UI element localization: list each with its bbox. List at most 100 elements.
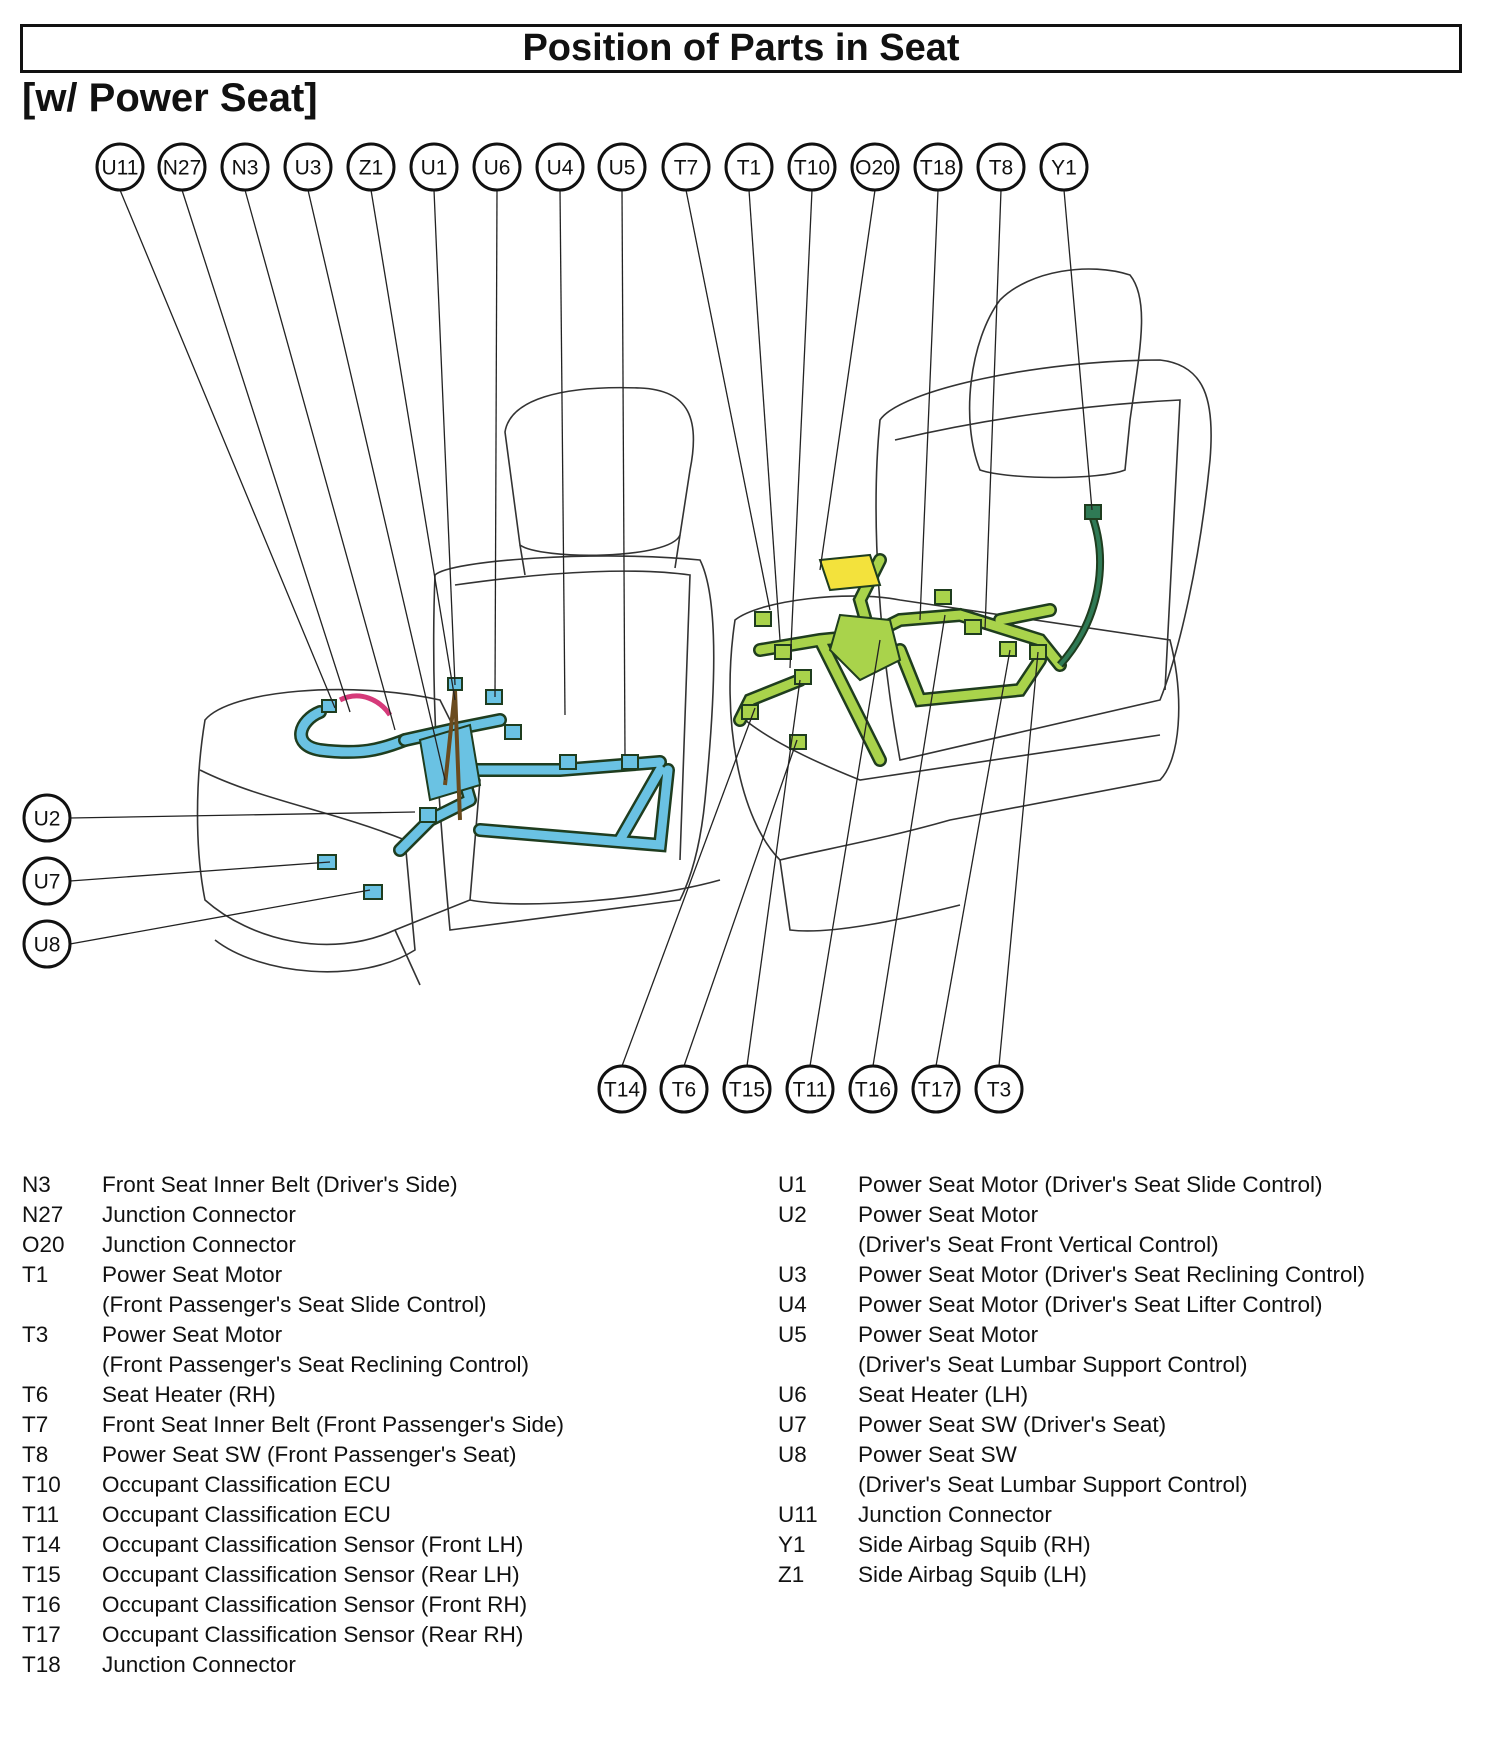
callout-t3: T3 bbox=[974, 1064, 1024, 1114]
page-subtitle: [w/ Power Seat] bbox=[22, 76, 318, 120]
legend-description: Occupant Classification Sensor (Rear LH) bbox=[102, 1562, 520, 1587]
callout-label: N27 bbox=[163, 157, 202, 180]
callout-circle bbox=[659, 1064, 709, 1114]
legend-code bbox=[22, 1290, 102, 1320]
legend-row: T10 Occupant Classification ECU bbox=[22, 1470, 564, 1500]
callout-y1-leader-line bbox=[1063, 189, 1093, 511]
callout-circle bbox=[535, 142, 585, 192]
legend-description: Seat Heater (RH) bbox=[102, 1382, 276, 1407]
legend-code: U11 bbox=[778, 1502, 818, 1527]
legend-row: N3 Front Seat Inner Belt (Driver's Side) bbox=[22, 1170, 564, 1200]
legend-description: Seat Heater (LH) bbox=[858, 1382, 1029, 1407]
callout-label: T14 bbox=[604, 1079, 641, 1102]
callout-label: N3 bbox=[232, 157, 259, 180]
page-title: Position of Parts in Seat bbox=[522, 27, 960, 69]
legend-description: Junction Connector bbox=[102, 1232, 296, 1257]
callout-label: U11 bbox=[102, 157, 139, 180]
legend-description: Occupant Classification ECU bbox=[102, 1472, 391, 1497]
callout-label: T10 bbox=[794, 157, 830, 180]
legend-code: N27 bbox=[22, 1202, 64, 1227]
legend-code: U7 bbox=[778, 1412, 807, 1437]
callout-circle bbox=[157, 142, 207, 192]
legend-description: Junction Connector bbox=[102, 1202, 296, 1227]
callout-circle bbox=[911, 1064, 961, 1114]
legend-code: U8 bbox=[778, 1442, 807, 1467]
callout-u1: U1 bbox=[409, 142, 459, 192]
legend-description: Power Seat Motor bbox=[858, 1202, 1039, 1227]
callout-n3-leader-line bbox=[244, 189, 396, 731]
callout-label: T17 bbox=[918, 1079, 954, 1102]
legend-row: (Driver's Seat Lumbar Support Control) bbox=[778, 1470, 1365, 1500]
callout-n3: N3 bbox=[220, 142, 270, 192]
callout-t17: T17 bbox=[911, 1064, 961, 1114]
callout-t16-leader-line bbox=[872, 614, 946, 1067]
callout-t18-leader-line bbox=[919, 189, 939, 621]
legend-row: U11 Junction Connector bbox=[778, 1500, 1365, 1530]
callout-label: T18 bbox=[920, 157, 956, 180]
callout-t3-leader-line bbox=[998, 651, 1039, 1067]
legend-description: Power Seat Motor (Driver's Seat Slide Co… bbox=[858, 1172, 1323, 1197]
legend-code: Y1 bbox=[778, 1532, 806, 1557]
legend-code bbox=[778, 1470, 858, 1500]
callout-u8-leader-line bbox=[69, 889, 371, 945]
callout-o20: O20 bbox=[850, 142, 900, 192]
legend-description: Occupant Classification ECU bbox=[102, 1502, 391, 1527]
legend-description: (Front Passenger's Seat Reclining Contro… bbox=[102, 1352, 529, 1377]
callout-circle bbox=[850, 142, 900, 192]
callout-label: O20 bbox=[855, 157, 895, 180]
legend-code: N3 bbox=[22, 1172, 51, 1197]
callout-circle bbox=[220, 142, 270, 192]
callout-label: U2 bbox=[34, 808, 61, 831]
legend-code: T3 bbox=[22, 1322, 49, 1347]
legend-row: (Front Passenger's Seat Slide Control) bbox=[22, 1290, 564, 1320]
legend-code bbox=[778, 1350, 858, 1380]
callout-label: Y1 bbox=[1051, 157, 1077, 180]
callout-circle bbox=[22, 856, 72, 906]
callout-label: T11 bbox=[793, 1079, 828, 1102]
callout-label: T3 bbox=[987, 1079, 1012, 1102]
legend-code: T15 bbox=[22, 1562, 61, 1587]
legend-code: T14 bbox=[22, 1532, 61, 1557]
legend-code: T10 bbox=[22, 1472, 61, 1497]
callout-label: U5 bbox=[609, 157, 636, 180]
legend-row: (Driver's Seat Lumbar Support Control) bbox=[778, 1350, 1365, 1380]
callout-label: T7 bbox=[674, 157, 699, 180]
legend-description: Power Seat SW (Driver's Seat) bbox=[858, 1412, 1167, 1437]
legend-description: Front Seat Inner Belt (Front Passenger's… bbox=[102, 1412, 565, 1437]
passenger-harness bbox=[733, 504, 1104, 767]
legend-row: U7 Power Seat SW (Driver's Seat) bbox=[778, 1410, 1365, 1440]
callout-label: U7 bbox=[34, 871, 61, 894]
legend-description: Power Seat Motor bbox=[102, 1322, 283, 1347]
callout-circle bbox=[724, 142, 774, 192]
callout-circle bbox=[597, 1064, 647, 1114]
callout-circle bbox=[346, 142, 396, 192]
callout-label: T16 bbox=[855, 1079, 891, 1102]
callout-circle bbox=[661, 142, 711, 192]
callout-label: Z1 bbox=[359, 157, 384, 180]
callout-n27: N27 bbox=[157, 142, 207, 192]
callout-circle bbox=[95, 142, 145, 192]
legend-description: Front Seat Inner Belt (Driver's Side) bbox=[102, 1172, 458, 1197]
callout-circle bbox=[22, 793, 72, 843]
callout-u6-leader-line bbox=[494, 189, 498, 698]
legend-description: Side Airbag Squib (LH) bbox=[858, 1562, 1087, 1587]
legend-description: Junction Connector bbox=[858, 1502, 1052, 1527]
callout-t11-leader-line bbox=[809, 639, 881, 1067]
callout-u7-leader-line bbox=[69, 861, 331, 882]
legend-code: U2 bbox=[778, 1202, 807, 1227]
callout-t1-leader-line bbox=[748, 189, 781, 641]
callout-t7: T7 bbox=[661, 142, 711, 192]
legend-code: T17 bbox=[22, 1622, 61, 1647]
callout-u2-leader-line bbox=[69, 811, 416, 819]
